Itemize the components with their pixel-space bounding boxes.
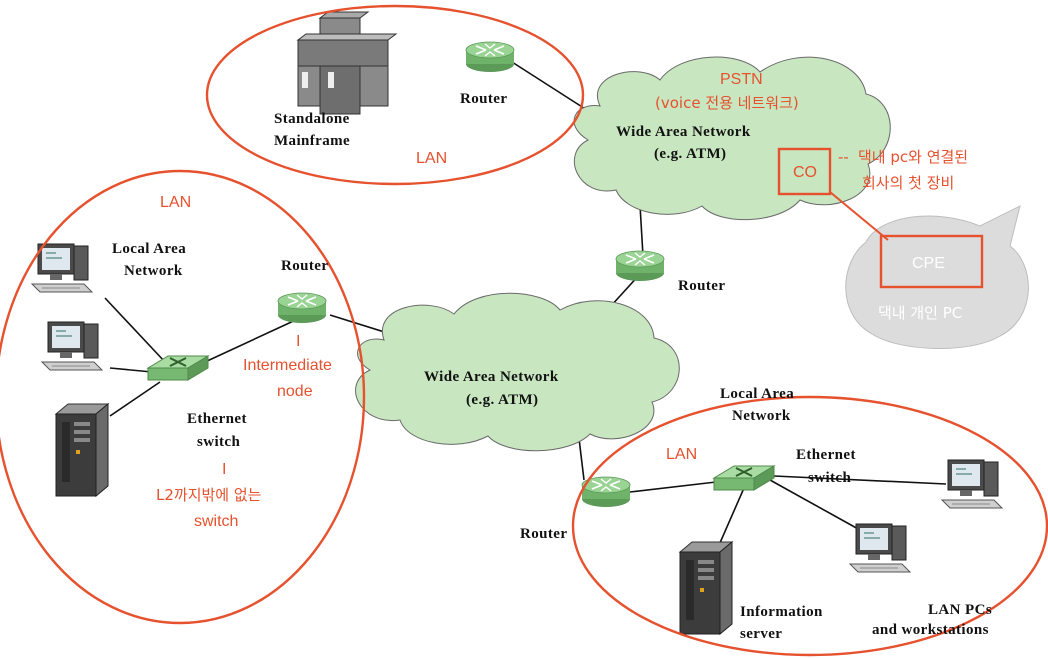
lan-left-title-line1: Local Area	[112, 241, 186, 257]
mainframe-label-line1: Standalone	[274, 111, 350, 127]
lan-pcs-line2: and workstations	[872, 622, 989, 638]
link-switch-to-pc-a	[769, 479, 861, 531]
lan-right-tag: LAN	[666, 446, 697, 463]
wan-cloud-center	[355, 292, 680, 452]
router-left-label: Router	[281, 258, 328, 274]
link-switch-to-server	[715, 487, 745, 553]
router-left-icon	[277, 292, 327, 324]
router-top-icon	[465, 41, 515, 73]
link-router-bottom-to-switch	[629, 481, 717, 493]
co-note-line1: 댁내 pc와 연결된	[858, 148, 968, 166]
links	[104, 61, 947, 553]
router-middle-icon	[615, 250, 665, 282]
co-note-line2: 회사의 첫 장비	[862, 174, 954, 192]
ethernet-switch-right-line2: switch	[808, 470, 851, 486]
co-box	[777, 147, 832, 196]
switch-left-bar: I	[222, 461, 226, 478]
information-server-icon	[679, 541, 733, 635]
pc-left-top-icon	[31, 243, 93, 293]
pc-right-b-icon	[941, 459, 1003, 509]
router-left-bar: I	[296, 333, 300, 350]
co-label: CO	[793, 164, 817, 181]
cpe-caption: 댁내 개인 PC	[878, 304, 962, 322]
mainframe-icon	[296, 11, 398, 115]
lan-pcs-line1: LAN PCs	[928, 602, 992, 618]
ethernet-switch-left-line1: Ethernet	[187, 411, 247, 427]
link-pc2-to-switch	[109, 367, 153, 373]
pc-right-a-icon	[849, 523, 911, 573]
switch-left-note-line1: L2까지밖에 없는	[156, 486, 262, 504]
cpe-label: CPE	[912, 255, 945, 272]
link-pc1-to-switch	[104, 297, 166, 363]
intermediate-node-line1: Intermediate	[243, 357, 332, 374]
lan-right-title-line1: Local Area	[720, 386, 794, 402]
ethernet-switch-left-icon	[147, 355, 209, 381]
link-router-top-to-wan	[511, 61, 591, 113]
link-wan-top-to-router-middle	[639, 204, 644, 257]
wan-cloud-top	[573, 56, 891, 221]
link-router-left-to-switch	[204, 317, 301, 363]
pstn-note: PSTN	[720, 71, 763, 88]
ethernet-switch-right-line1: Ethernet	[796, 447, 856, 463]
lan-left-title-line2: Network	[124, 263, 183, 279]
pc-left-middle-icon	[41, 321, 103, 371]
pstn-note-korean: (voice 전용 네트워크)	[655, 94, 799, 112]
intermediate-node-line2: node	[277, 383, 313, 400]
ethernet-switch-left-line2: switch	[197, 434, 240, 450]
cpe-box	[879, 234, 984, 289]
mainframe-label-line2: Mainframe	[274, 133, 350, 149]
information-server-line1: Information	[740, 604, 823, 620]
router-top-label: Router	[460, 91, 507, 107]
switch-left-note-line2: switch	[194, 513, 238, 530]
router-bottom-label: Router	[520, 526, 567, 542]
lan-top-tag: LAN	[416, 150, 447, 167]
wan-top-title: Wide Area Network	[616, 124, 751, 140]
ethernet-switch-right-icon	[713, 465, 775, 491]
router-bottom-icon	[581, 476, 631, 508]
co-to-cpe-pointer	[829, 191, 889, 241]
lan-ring-top	[205, 4, 585, 186]
link-server-to-switch	[109, 381, 161, 417]
co-note-dash: --	[838, 148, 849, 166]
wan-center-subtitle: (e.g. ATM)	[466, 392, 538, 408]
link-switch-to-pc-b	[773, 475, 947, 485]
server-left-icon	[55, 403, 109, 497]
lan-right-title-line2: Network	[732, 408, 791, 424]
lan-left-tag: LAN	[160, 194, 191, 211]
wan-top-subtitle: (e.g. ATM)	[654, 146, 726, 162]
lan-ring-right	[571, 395, 1048, 657]
information-server-line2: server	[740, 626, 782, 642]
lan-ring-left	[0, 169, 366, 625]
router-middle-label: Router	[678, 278, 725, 294]
wan-center-title: Wide Area Network	[424, 369, 559, 385]
